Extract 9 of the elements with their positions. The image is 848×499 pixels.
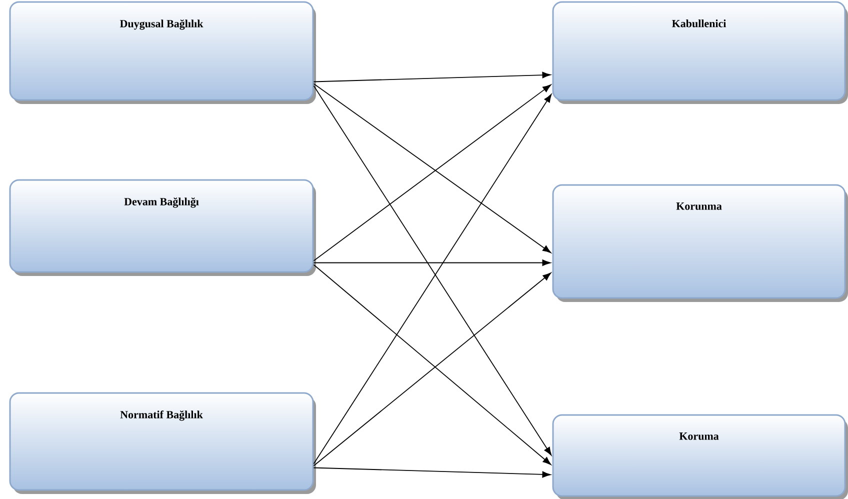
arrow — [313, 467, 551, 478]
arrow — [313, 260, 551, 266]
process-box: Kabullenici — [552, 1, 848, 104]
process-box: Devam Bağlılığı — [9, 179, 316, 276]
process-box: Duygusal Bağlılık — [9, 1, 316, 104]
process-box: Normatif Bağlılık — [9, 392, 316, 494]
process-box: Koruma — [552, 414, 848, 499]
arrow — [313, 72, 551, 82]
process-box: Korunma — [552, 184, 848, 302]
